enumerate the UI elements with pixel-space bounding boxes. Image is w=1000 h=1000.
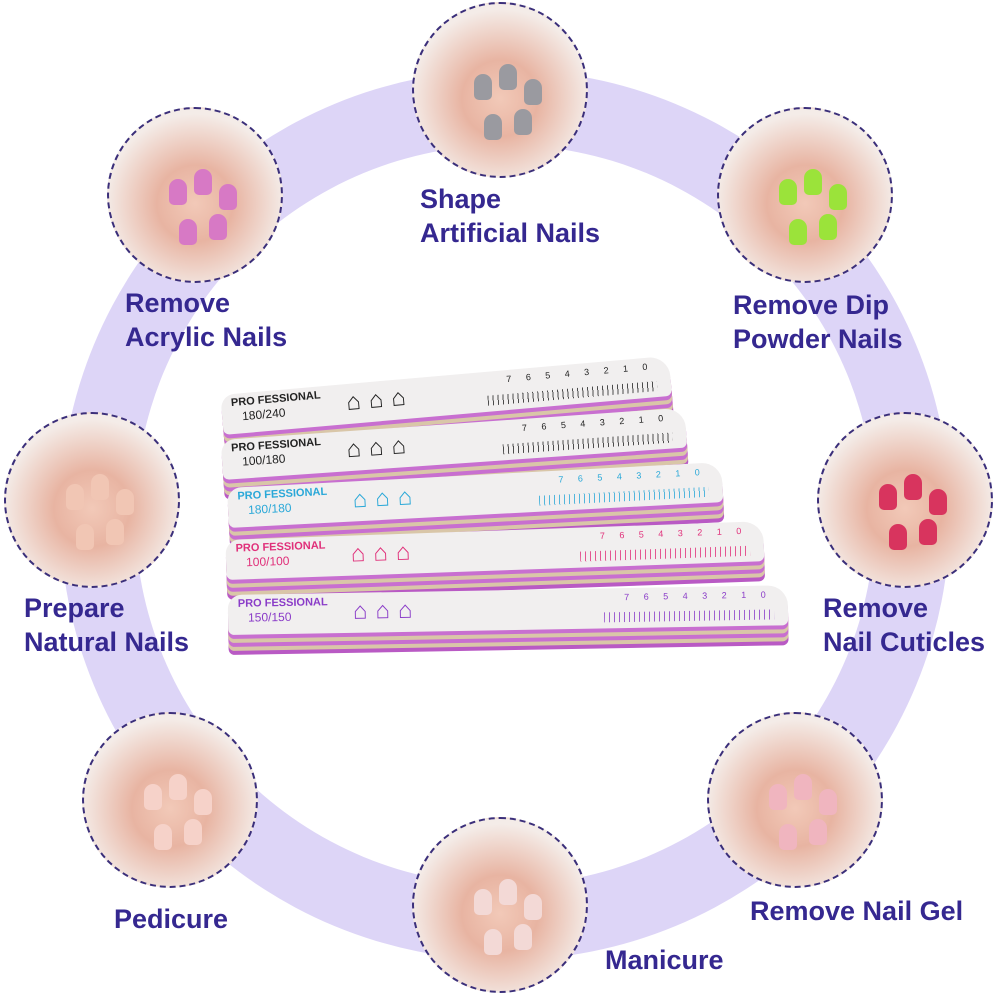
nail-form-icons: ⌂⌂⌂ [345,383,415,417]
nail-shape [889,524,907,550]
nail-shape [919,519,937,545]
nail-shape [809,819,827,845]
nail-shape [66,484,84,510]
nail-form-icons: ⌂⌂⌂ [345,431,415,464]
nail-shape [779,179,797,205]
nail-shape [184,819,202,845]
nail-shape [144,784,162,810]
nail-shape [879,484,897,510]
photo-prepare-natural-nails [4,412,180,588]
nail-shape [524,79,542,105]
nail-shape [804,169,822,195]
nail-shape [524,894,542,920]
nail-shape [829,184,847,210]
photo-shape-artificial-nails [412,2,588,178]
nail-shape [794,774,812,800]
nail-shape [169,179,187,205]
file-grit: 180/180 [247,500,292,517]
label-line: Powder Nails [733,324,903,354]
file-grit: 100/100 [245,553,290,570]
label-line: Remove [125,288,231,318]
photo-pedicure [82,712,258,888]
file-grit: 150/150 [247,609,292,625]
nail-shape [474,889,492,915]
nail-shape [769,784,787,810]
nail-form-icons: ⌂⌂⌂ [352,482,421,514]
file-grit: 180/240 [241,405,287,424]
label-line: Shape [420,184,502,214]
nail-shape [904,474,922,500]
nail-shape [499,64,517,90]
photo-manicure [412,817,588,993]
nail-shape [76,524,94,550]
ruler-numbers: 7 6 5 4 3 2 1 0 [599,525,748,541]
nail-shape [474,74,492,100]
photo-remove-acrylic-nails [107,107,283,283]
nail-shape [819,789,837,815]
label-line: Artificial Nails [420,218,601,248]
nail-shape [219,184,237,210]
nail-shape [819,214,837,240]
nail-shape [154,824,172,850]
nail-shape [194,789,212,815]
photo-remove-nail-cuticles [817,412,993,588]
ruler-numbers: 7 6 5 4 3 2 1 0 [558,466,707,485]
photo-remove-dip-powder-nails [717,107,893,283]
nail-shape [116,489,134,515]
nail-shape [514,109,532,135]
nail-shape [91,474,109,500]
label-line: Acrylic Nails [125,322,288,352]
nail-form-icons: ⌂⌂⌂ [350,538,419,568]
ruler-numbers: 7 6 5 4 3 2 1 0 [624,589,772,603]
file-brand: PRO FESSIONAL [237,596,328,610]
nail-shape [499,879,517,905]
label-line: Remove Dip [733,290,890,320]
nail-shape [169,774,187,800]
label-line: Nail Cuticles [823,627,986,657]
file-grit: 100/180 [241,451,286,469]
label-line: Natural Nails [24,627,190,657]
label-line: Remove [823,593,929,623]
ruler-icon [579,545,751,562]
nail-shape [779,824,797,850]
nail-shape [929,489,947,515]
label-pedicure: Pedicure [114,904,229,934]
label-line: Prepare [24,593,125,623]
nail-shape [789,219,807,245]
nail-shape [484,929,502,955]
nail-shape [209,214,227,240]
ruler-icon [538,486,710,506]
nail-shape [514,924,532,950]
nail-shape [484,114,502,140]
label-manicure: Manicure [605,945,724,975]
ruler-icon [604,609,775,623]
nail-shape [194,169,212,195]
nail-shape [179,219,197,245]
label-remove-nail-gel: Remove Nail Gel [750,896,964,926]
nail-shape [106,519,124,545]
photo-remove-nail-gel [707,712,883,888]
nail-form-icons: ⌂⌂⌂ [352,596,421,625]
